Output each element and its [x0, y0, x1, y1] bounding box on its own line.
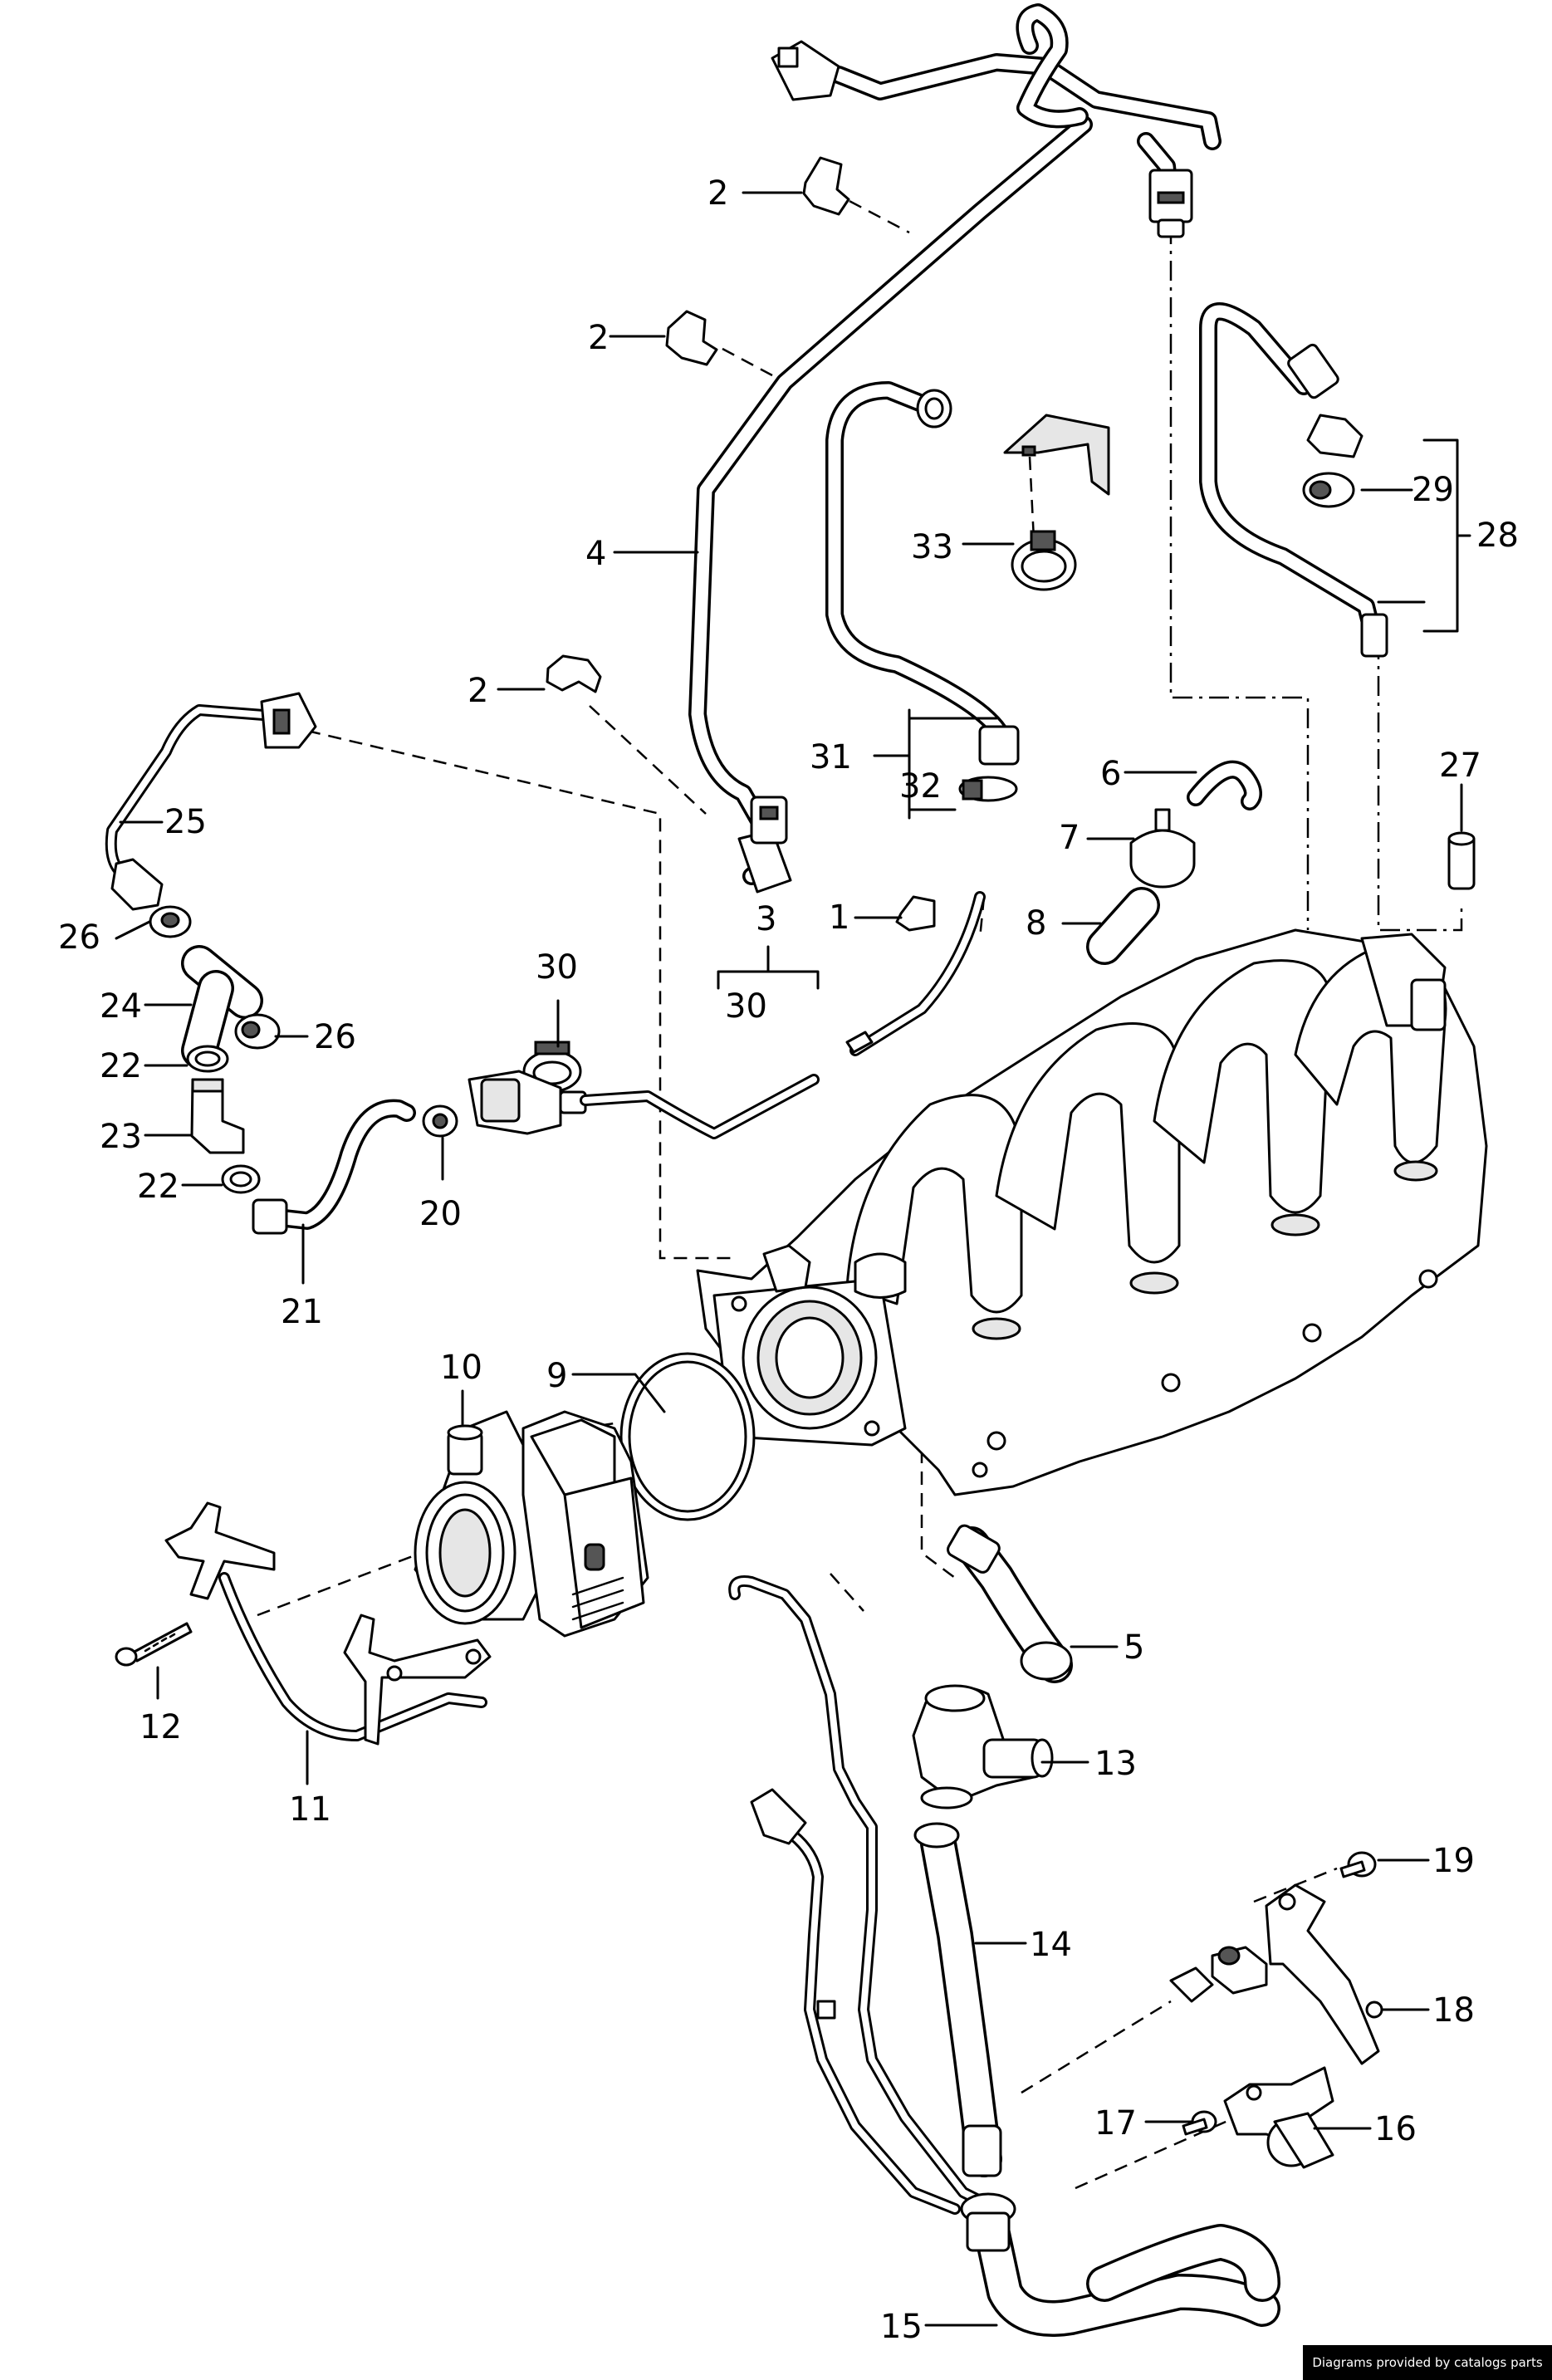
callout-21: 21 — [281, 1293, 323, 1331]
callout-19: 19 — [1432, 1842, 1475, 1880]
leader-lines — [115, 191, 1471, 2327]
callout-10: 10 — [440, 1349, 482, 1387]
gasket-9 — [619, 1352, 756, 1521]
hose-clamp-33 — [1011, 530, 1077, 591]
hose-assembly-28 — [1199, 302, 1388, 658]
hose-6 — [1187, 760, 1262, 810]
callout-labels: 2 2 4 33 29 28 2 31 32 6 7 27 25 3 1 8 3… — [58, 174, 1519, 2346]
bracket-16 — [1223, 2066, 1334, 2169]
breather-line-25 — [105, 692, 317, 911]
callout-30-top: 30 — [536, 948, 578, 987]
callout-3: 3 — [756, 900, 776, 938]
callout-25: 25 — [164, 803, 207, 841]
callout-2-mid: 2 — [588, 319, 609, 357]
o-ring-22-lower — [221, 1164, 261, 1194]
vent-tube-14 — [913, 1822, 1002, 2177]
breather-hose-4 — [688, 115, 1093, 894]
callout-13: 13 — [1094, 1745, 1137, 1783]
callout-18: 18 — [1432, 1991, 1475, 2030]
callout-31: 31 — [810, 738, 852, 776]
callout-16: 16 — [1374, 2110, 1417, 2148]
t-piece-hose-24 — [181, 945, 263, 1069]
callout-2-low: 2 — [468, 672, 488, 710]
screw-17 — [1182, 2110, 1217, 2136]
callout-8: 8 — [1026, 904, 1046, 943]
vent-hose-15 — [960, 2192, 1280, 2337]
callout-15: 15 — [880, 2308, 923, 2346]
hose-clamp-32 — [958, 776, 1018, 802]
hose-clamp-29 — [1302, 414, 1364, 508]
throttle-body-10 — [414, 1410, 649, 1638]
callout-29: 29 — [1412, 471, 1454, 509]
callout-24: 24 — [100, 987, 142, 1026]
callout-28: 28 — [1476, 517, 1519, 555]
screw-19 — [1339, 1851, 1377, 1878]
callout-27: 27 — [1439, 747, 1481, 785]
clip-1 — [895, 895, 936, 932]
callout-23: 23 — [100, 1118, 142, 1156]
callout-6: 6 — [1100, 755, 1121, 793]
hose-clip-2-top — [802, 156, 850, 216]
callout-5: 5 — [1124, 1628, 1144, 1667]
bracket-33 — [1003, 414, 1110, 496]
hose-21 — [252, 1099, 416, 1235]
callout-33: 33 — [911, 528, 953, 566]
purge-valve-3 — [468, 891, 986, 1139]
vent-hose-31 — [825, 381, 1020, 766]
callout-14: 14 — [1030, 1926, 1072, 1964]
elbow-connector-23 — [190, 1078, 245, 1154]
check-valve-7 — [1129, 808, 1196, 889]
callout-26-upper: 26 — [58, 918, 100, 957]
intake-manifold — [696, 928, 1488, 1496]
oil-separator-13 — [912, 1684, 1054, 1809]
callout-22-lower: 22 — [137, 1168, 179, 1206]
callout-11: 11 — [289, 1790, 331, 1829]
callout-9: 9 — [546, 1357, 567, 1395]
o-ring-22-upper — [186, 1045, 229, 1073]
callout-20: 20 — [419, 1195, 462, 1233]
callout-17: 17 — [1094, 2104, 1137, 2142]
bolt-12 — [115, 1622, 193, 1667]
callout-30-bracket: 30 — [725, 987, 767, 1026]
hose-8 — [1086, 887, 1160, 965]
top-connector-assembly — [771, 3, 1222, 238]
bracket-18 — [1169, 1883, 1383, 2065]
hose-clamp-26-lower — [234, 1013, 281, 1050]
callout-7: 7 — [1059, 819, 1080, 857]
wiring-harness — [728, 1575, 986, 2215]
callout-12: 12 — [140, 1708, 182, 1746]
callout-2-top: 2 — [707, 174, 728, 213]
cable-bracket-11 — [164, 1501, 492, 1746]
hose-clip-2-mid — [665, 310, 718, 366]
hose-5 — [947, 1524, 1073, 1683]
hose-clip-2-low — [546, 654, 602, 693]
callout-4: 4 — [585, 535, 606, 573]
hose-clamp-20 — [422, 1104, 458, 1138]
callout-22-upper: 22 — [100, 1047, 142, 1085]
hose-clamp-26-upper — [149, 905, 192, 938]
callout-1: 1 — [829, 899, 849, 937]
callout-26-lower: 26 — [314, 1018, 356, 1056]
hose-27 — [1447, 831, 1476, 890]
credit-banner: Diagrams provided by catalogs parts — [1303, 2345, 1552, 2380]
callout-32: 32 — [899, 767, 942, 806]
